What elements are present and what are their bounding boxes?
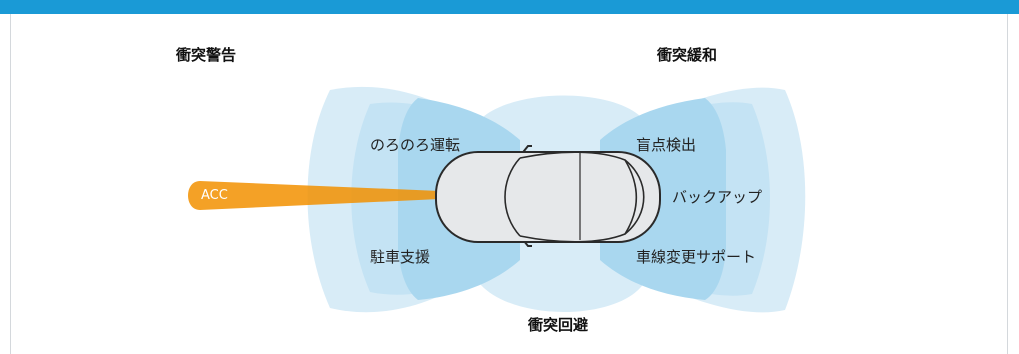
heading-collision-avoidance: 衝突回避 [528, 316, 589, 334]
car-roof [519, 151, 638, 243]
label-blind-spot: 盲点検出 [636, 136, 697, 154]
label-acc: ACC [201, 188, 228, 203]
heading-collision-warning: 衝突警告 [176, 46, 237, 64]
label-lane-change: 車線変更サポート [636, 248, 757, 266]
acc-beam [188, 181, 440, 210]
rear-inner-zone [600, 98, 726, 300]
top-header-bar [0, 0, 1019, 14]
label-slow-driving: のろのろ運転 [370, 136, 461, 154]
heading-collision-mitigation: 衝突緩和 [657, 46, 718, 64]
car-windshield [504, 157, 521, 237]
content-frame [10, 14, 1008, 354]
label-backup: バックアップ [672, 188, 763, 206]
label-parking-assist: 駐車支援 [370, 248, 431, 266]
car-body [435, 151, 661, 243]
car [435, 151, 661, 243]
car-rear-window [624, 159, 645, 235]
